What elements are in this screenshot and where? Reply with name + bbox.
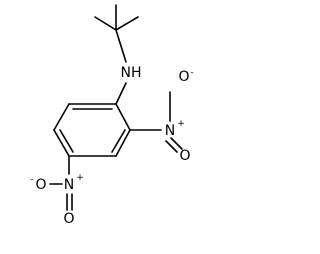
ortho-nitro-oxygen-anion-label: O [178,69,189,85]
ortho-nitro-oxygen-double-label: O [179,148,190,164]
amine-label: NH [121,65,142,81]
ring-inner-double-bond-left [59,129,74,153]
ring-inner-double-bond-right [111,129,126,153]
bond-nitrogen-to-ring [115,82,127,105]
bond-ortho-nitro-double-oxygen-a [165,140,178,153]
ring-bond-c4-c5 [53,129,70,157]
para-nitro-oxygen-anion-label: O [35,177,46,193]
ring-bond-c1-c2 [115,103,131,131]
ortho-nitro-oxygen-charge: - [190,68,193,78]
chemical-structure: NH N + O - O N + O - O [30,4,194,227]
benzene-ring [53,103,131,157]
nitro-group-ortho: N + O - O [129,68,194,164]
bond-ortho-nitro-double-oxygen-b [170,137,183,150]
para-nitro-oxygen-charge: - [30,175,33,185]
para-nitro-oxygen-double-label: O [63,211,74,227]
tert-butyl-group [94,4,139,63]
bond-methyl-left [94,16,117,31]
nitro-group-para: N + O - O [30,155,84,227]
ortho-nitro-nitrogen-charge: + [177,119,185,129]
ortho-nitro-nitrogen-label: N [165,123,175,139]
ring-bond-c2-c3 [115,129,131,157]
para-nitro-nitrogen-label: N [64,177,74,193]
ring-bond-c5-c6 [53,103,70,131]
para-nitro-nitrogen-charge: + [76,173,84,183]
bond-quaternary-carbon-to-nitrogen [115,29,127,63]
bond-methyl-right [115,16,139,31]
